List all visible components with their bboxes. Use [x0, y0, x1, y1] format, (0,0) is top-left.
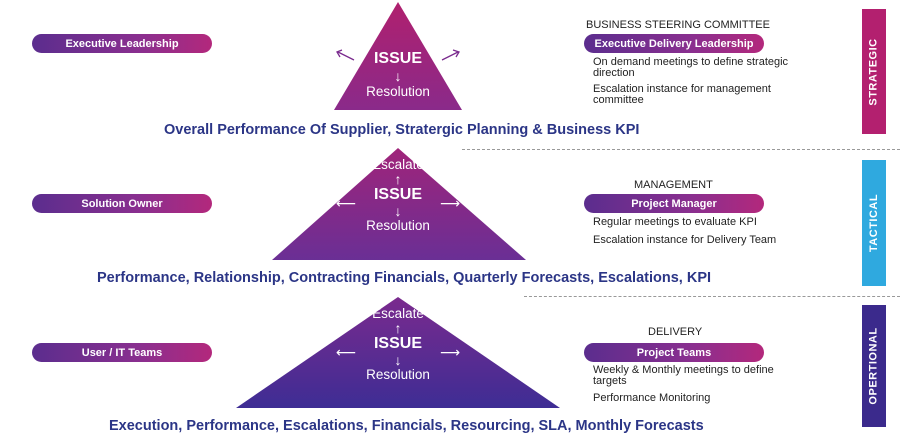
left-role-pill-operational: User / IT Teams: [32, 343, 212, 362]
arrow-up-icon: ↑: [394, 171, 402, 187]
diagonal-arrow-left-icon: [336, 49, 355, 61]
arrow-down-icon: ↓: [394, 203, 402, 219]
right-item: On demand meetings to define strategic d…: [593, 56, 789, 79]
separator-line: [524, 296, 900, 297]
pyramid-tier-strategic: [334, 2, 462, 110]
band-text-operational: Execution, Performance, Escalations, Fin…: [109, 418, 704, 434]
resolution-label: Resolution: [366, 218, 430, 233]
arrow-down-icon: ↓: [394, 352, 402, 368]
escalate-label: Escalate: [372, 157, 424, 172]
side-bar-strategic: STRATEGIC: [862, 9, 886, 134]
arrow-right-icon: ⟶: [440, 344, 461, 360]
pyramid-text-strategic: ISSUE ↓ Resolution: [338, 50, 458, 99]
right-role-pill-tactical: Project Manager: [584, 194, 764, 213]
side-bar-operational: OPERTIONAL: [862, 305, 886, 427]
pyramid-text-tactical: Escalate ↑ ISSUE ↓ Resolution: [338, 157, 458, 233]
arrow-down-icon: ↓: [394, 68, 402, 84]
left-role-pill-tactical: Solution Owner: [32, 194, 212, 213]
arrow-left-icon: ⟵: [336, 195, 357, 211]
issue-label: ISSUE: [373, 335, 422, 352]
band-text-strategic: Overall Performance Of Supplier, Strater…: [164, 122, 640, 138]
right-role-pill-operational: Project Teams: [584, 343, 764, 362]
side-label: TACTICAL: [868, 193, 880, 253]
issue-label: ISSUE: [373, 50, 422, 67]
pyramid-tier-operational: [236, 297, 560, 408]
resolution-label: Resolution: [366, 367, 430, 382]
arrow-left-icon: ⟵: [336, 344, 357, 360]
diagonal-arrow-right-icon: [441, 49, 460, 61]
pyramid-text-operational: Escalate ↑ ISSUE ↓ Resolution: [338, 306, 458, 382]
resolution-label: Resolution: [366, 84, 430, 99]
right-item: Regular meetings to evaluate KPI: [593, 216, 757, 228]
issue-label: ISSUE: [373, 186, 422, 203]
separator-line: [462, 149, 900, 150]
side-bar-tactical: TACTICAL: [862, 160, 886, 286]
right-role-pill-strategic: Executive Delivery Leadership: [584, 34, 764, 53]
escalate-label: Escalate: [372, 306, 424, 321]
arrow-up-icon: ↑: [394, 320, 402, 336]
right-item: Weekly & Monthly meetings to define targ…: [593, 364, 774, 387]
side-label: OPERTIONAL: [868, 327, 880, 405]
left-role-pill-strategic: Executive Leadership: [32, 34, 212, 53]
right-item: Escalation instance for Delivery Team: [593, 234, 777, 246]
pyramid-tier-tactical: [272, 148, 526, 260]
side-label: STRATEGIC: [868, 37, 880, 106]
arrow-right-icon: ⟶: [440, 195, 461, 211]
right-heading-strategic: BUSINESS STEERING COMMITTEE: [586, 19, 770, 31]
right-item: Escalation instance for management commi…: [593, 83, 771, 106]
right-heading-tactical: MANAGEMENT: [634, 179, 713, 191]
band-text-tactical: Performance, Relationship, Contracting F…: [97, 270, 712, 286]
right-item: Performance Monitoring: [593, 392, 711, 404]
right-heading-operational: DELIVERY: [648, 326, 703, 338]
